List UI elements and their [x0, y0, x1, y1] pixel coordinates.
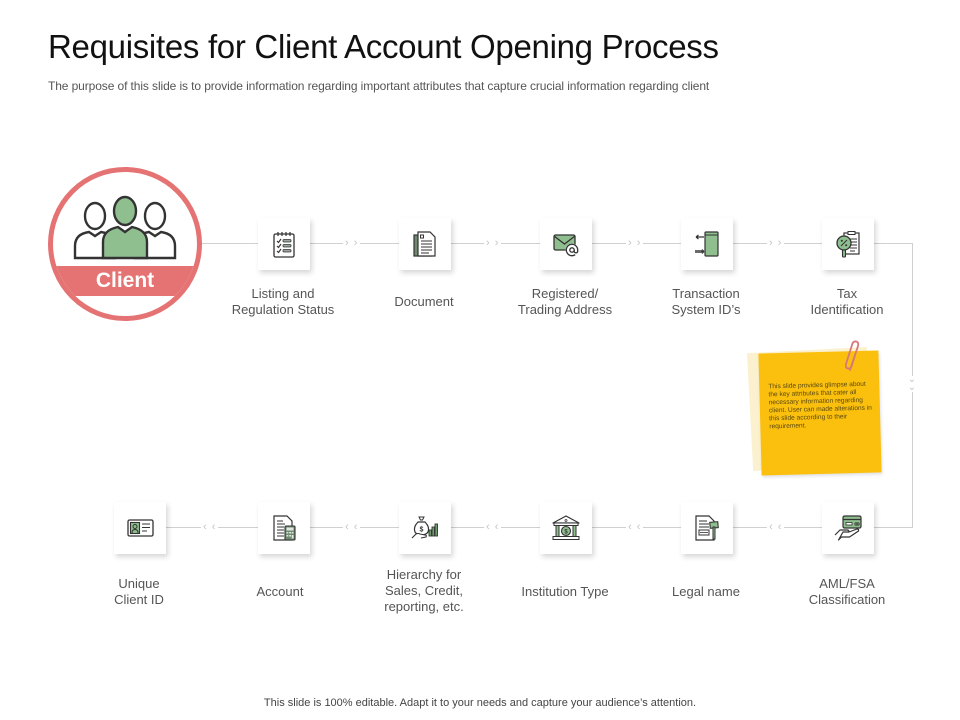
label-line: System ID’s [671, 302, 741, 317]
step-label: Hierarchy for Sales, Credit, reporting, … [354, 567, 494, 615]
label-line: Institution Type [521, 584, 609, 599]
label-line: Legal name [672, 584, 740, 599]
account-calculator-icon [273, 515, 296, 541]
label-line: Regulation Status [231, 302, 335, 317]
chevron-back-icon: ‹ ‹ [767, 521, 785, 533]
email-at-icon [553, 234, 579, 257]
money-bag-chart-icon: $ [411, 516, 438, 539]
step-hierarchy-sales-credit: $ [399, 502, 451, 554]
chevron-back-icon: ‹ ‹ [626, 521, 644, 533]
group-people-icon [73, 195, 177, 260]
chevron-forward-icon: › › [626, 237, 644, 249]
legal-document-gavel-icon [695, 515, 719, 541]
tax-magnifier-clipboard-icon [836, 231, 860, 258]
step-label: Document [354, 294, 494, 310]
chevron-down-glyph: ⌄ [907, 374, 917, 385]
document-icon [413, 231, 436, 257]
chevron-back-icon: ‹ ‹ [484, 521, 502, 533]
slide-footer: This slide is 100% editable. Adapt it to… [263, 697, 697, 709]
sticky-note-text: This slide provides glimpse about the ke… [768, 380, 872, 431]
chevron-down-icon: ⌄ ⌄ [906, 374, 918, 393]
chevron-forward-icon: › › [343, 237, 361, 249]
step-document [399, 218, 451, 270]
step-label: Tax Identification [777, 286, 917, 318]
transaction-phone-icon [695, 231, 719, 257]
sticky-note: This slide provides glimpse about the ke… [758, 350, 882, 476]
step-listing-regulation [258, 218, 310, 270]
slide-subtitle: The purpose of this slide is to provide … [48, 79, 710, 93]
label-line: Tax [836, 286, 858, 301]
step-label: AML/FSA Classification [777, 576, 917, 608]
step-label: Legal name [636, 584, 776, 600]
chevron-forward-icon: › › [484, 237, 502, 249]
label-line: Document [394, 294, 454, 309]
step-label: Unique Client ID [69, 576, 209, 608]
step-account [258, 502, 310, 554]
step-label: Account [210, 584, 350, 600]
label-line: Listing and [251, 286, 315, 301]
checklist-notepad-icon [273, 232, 295, 258]
chevron-back-icon: ‹ ‹ [343, 521, 361, 533]
label-line: Classification [808, 592, 886, 607]
chevron-back-icon: ‹ ‹ [201, 521, 219, 533]
step-institution-type: $ [540, 502, 592, 554]
client-label: Client [53, 266, 197, 296]
client-circle: Client [48, 167, 202, 321]
slide-title: Requisites for Client Account Opening Pr… [48, 28, 719, 65]
step-tax-identification [822, 218, 874, 270]
bank-building-icon: $ [552, 515, 580, 540]
step-label: Transaction System ID’s [636, 286, 776, 318]
label-line: Unique [118, 576, 160, 591]
svg-text:$: $ [564, 530, 568, 536]
step-label: Institution Type [495, 584, 635, 600]
card-in-hand-icon [834, 515, 862, 541]
label-line: Account [256, 584, 304, 599]
label-line: Trading Address [517, 302, 613, 317]
label-line: Identification [810, 302, 884, 317]
step-transaction-system-ids [681, 218, 733, 270]
label-line: Hierarchy for [386, 567, 462, 582]
step-label: Registered/ Trading Address [495, 286, 635, 318]
id-card-icon [127, 519, 154, 537]
label-line: Registered/ [531, 286, 599, 301]
label-line: Sales, Credit, [384, 583, 464, 598]
label-line: Transaction [672, 286, 740, 301]
label-line: AML/FSA [819, 576, 875, 591]
label-line: reporting, etc. [384, 599, 464, 614]
step-label: Listing and Regulation Status [213, 286, 353, 318]
chevron-forward-icon: › › [767, 237, 785, 249]
connector-line-bottom [140, 527, 912, 528]
step-legal-name [681, 502, 733, 554]
step-registered-address [540, 218, 592, 270]
step-aml-fsa-classification [822, 502, 874, 554]
step-unique-client-id [114, 502, 166, 554]
chevron-down-glyph: ⌄ [907, 382, 917, 393]
label-line: Client ID [114, 592, 164, 607]
svg-text:$: $ [420, 527, 424, 534]
paperclip-icon [845, 340, 860, 371]
